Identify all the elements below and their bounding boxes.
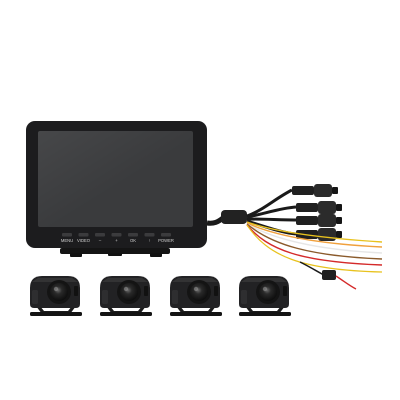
monitor-button-label: OK [130, 238, 136, 243]
wire-brown [246, 223, 383, 260]
monitor-button-row: MENU VIDEO – + OK ↑ POWER [61, 233, 174, 243]
wire-yellow [246, 221, 383, 243]
cable-junction [221, 210, 247, 224]
monitor-button[interactable] [111, 233, 122, 237]
monitor-button-label: VIDEO [77, 238, 91, 243]
monitor-stand [60, 248, 170, 254]
monitor-button-label: ↑ [148, 238, 150, 243]
camera-row [30, 276, 291, 316]
camera-icon [30, 276, 82, 316]
camera-icon [100, 276, 152, 316]
monitor: MENU VIDEO – + OK ↑ POWER [26, 121, 207, 257]
wire-orange [246, 222, 383, 248]
monitor-button-label: + [115, 238, 118, 243]
camera-icon [239, 276, 291, 316]
connector-icon [296, 228, 342, 241]
wire-red [246, 224, 383, 266]
monitor-button-label: MENU [61, 238, 73, 243]
monitor-button[interactable] [144, 233, 155, 237]
connector-icon [296, 214, 342, 227]
monitor-button[interactable] [78, 233, 89, 237]
monitor-button-label: – [99, 238, 102, 243]
fuse-holder-icon [299, 261, 357, 290]
monitor-button-label: POWER [158, 238, 174, 243]
monitor-button[interactable] [62, 233, 72, 237]
monitor-button[interactable] [95, 233, 105, 237]
camera-icon [170, 276, 222, 316]
monitor-button[interactable] [161, 233, 171, 237]
monitor-button[interactable] [128, 233, 138, 237]
connector-icon [296, 201, 342, 214]
cable-harness [206, 184, 383, 290]
connector-icon [292, 184, 338, 197]
wire-white [246, 223, 383, 254]
